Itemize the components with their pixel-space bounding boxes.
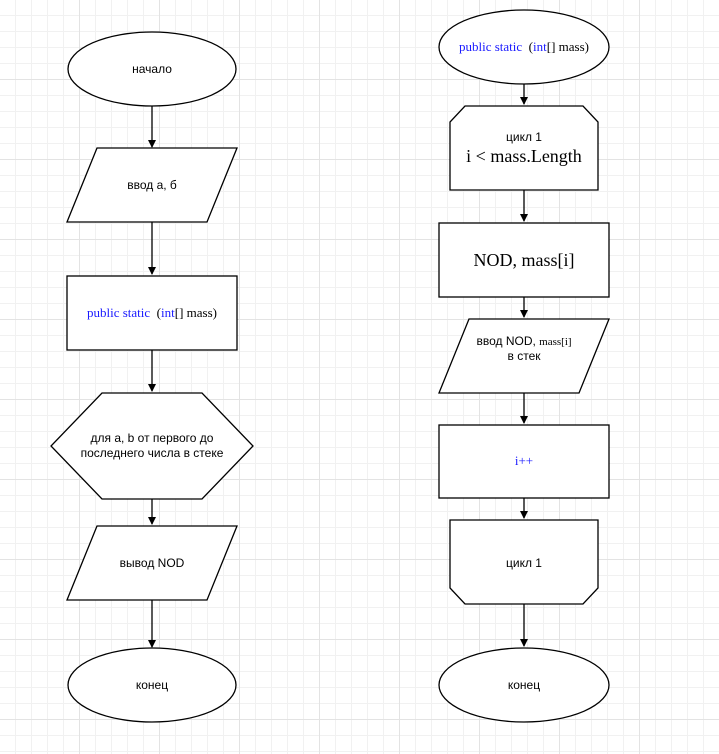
io-line1-a: ввод NOD,: [476, 333, 540, 348]
loop-limit-end: [449, 519, 599, 605]
header-rest: [] mass): [546, 38, 589, 54]
loop-start-line2: i < mass.Length: [466, 146, 582, 167]
call-label: public static (int[] mass): [67, 276, 237, 350]
call-keyword: public static: [86, 304, 151, 320]
call-type: int: [161, 304, 175, 320]
end-terminator-left: [67, 647, 237, 723]
increment-box: [438, 424, 610, 499]
header-type: int: [533, 38, 547, 54]
loop-limit-start: [449, 105, 599, 191]
output-label: вывод NOD: [119, 555, 185, 570]
method-header-label: public static (int[] mass): [439, 10, 609, 84]
loop-start-label: цикл 1 i < mass.Length: [450, 112, 598, 186]
header-keyword: public static: [458, 38, 523, 54]
loop-start-line1: цикл 1: [506, 130, 542, 145]
call-open-paren: (: [156, 304, 162, 320]
io-parallelogram: [438, 318, 610, 394]
end-terminator-right: [438, 647, 610, 723]
io-label: ввод NOD, mass[i] в стек: [455, 319, 593, 379]
input-parallelogram: [66, 147, 238, 223]
start-label: начало: [132, 61, 172, 76]
process-label: NOD, mass[i]: [473, 249, 575, 270]
end-label-right: конец: [507, 677, 541, 692]
loop-preparation-hexagon: [50, 392, 254, 500]
io-line1-b: mass[i]: [539, 335, 572, 348]
loop-label-line2: последнего числа в стеке: [80, 446, 224, 460]
header-open-paren: (: [528, 38, 534, 54]
io-line2: в стек: [507, 349, 541, 364]
increment-label: i++: [514, 453, 534, 469]
end-label-left: конец: [135, 677, 169, 692]
call-process-box: [66, 275, 238, 351]
loop-label: для a, b от первого до последнего числа …: [60, 393, 244, 499]
output-parallelogram: [66, 525, 238, 601]
loop-label-line1: для a, b от первого до: [90, 431, 214, 445]
loop-end-label: цикл 1: [506, 555, 542, 570]
io-line1: ввод NOD, mass[i]: [476, 334, 571, 350]
call-rest: [] mass): [174, 304, 217, 320]
input-label: ввод а, б: [127, 177, 177, 192]
process-box: [438, 222, 610, 298]
